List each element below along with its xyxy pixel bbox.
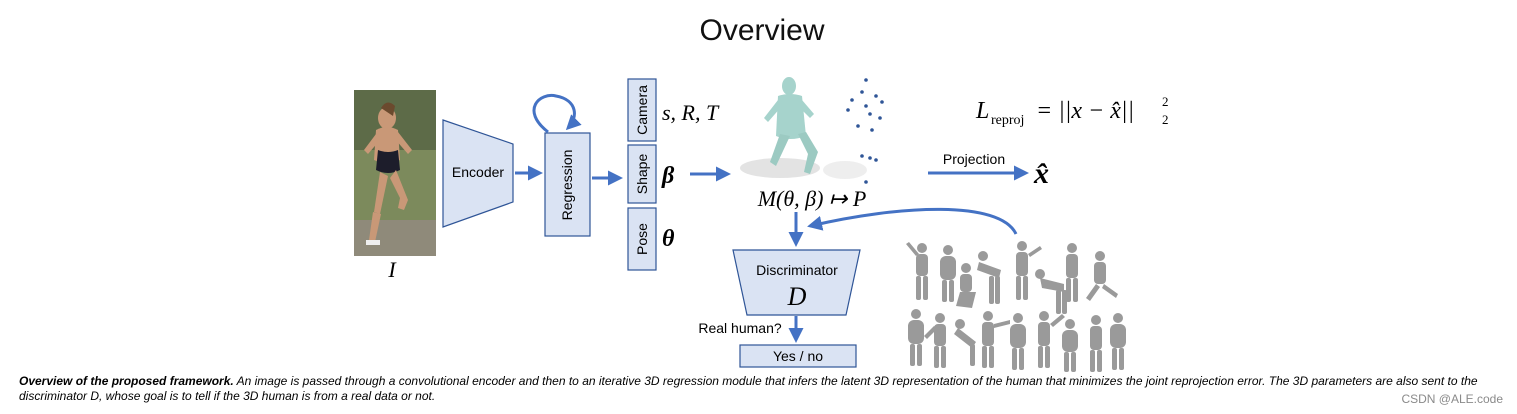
camera-param-box: Camera (627, 78, 657, 142)
model-formula: M(θ, β) ↦ P (757, 186, 867, 211)
camera-label: Camera (634, 85, 650, 135)
shape-param-box: Shape (627, 144, 657, 204)
pose-param-box: Pose (627, 207, 657, 271)
caption-bold: Overview of the proposed framework. (19, 374, 234, 388)
output-label: Yes / no (773, 348, 823, 364)
real-human-meshes (906, 241, 1126, 372)
regression-label: Regression (559, 150, 575, 221)
input-photo (354, 90, 436, 256)
loss-main: L (975, 98, 989, 124)
reprojection-loss: L reproj = ||x − x̂|| 2 2 (975, 94, 1169, 128)
shape-symbol: β (661, 163, 675, 189)
keypoints-figure (846, 78, 884, 184)
regression-loop-arrow (532, 93, 582, 134)
discriminator-symbol: D (787, 282, 807, 311)
figure-caption: Overview of the proposed framework. An i… (19, 374, 1509, 404)
camera-symbol: s, R, T (662, 100, 720, 125)
input-symbol: I (387, 257, 397, 282)
real-data-to-discriminator-arrow (807, 207, 1018, 235)
discriminator-block: Discriminator D (732, 249, 861, 316)
pose-label: Pose (634, 223, 650, 255)
page-title: Overview (699, 14, 825, 47)
real-human-question: Real human? (698, 320, 781, 336)
loss-superscript: 2 (1162, 94, 1169, 109)
regression-block: Regression (544, 132, 591, 237)
loss-rest: = ||x − x̂|| (1036, 98, 1134, 124)
projection-symbol: x̂ (1033, 157, 1049, 190)
mesh-figure (740, 77, 867, 179)
shape-label: Shape (634, 154, 650, 195)
discriminator-label: Discriminator (756, 262, 838, 278)
watermark: CSDN @ALE.code (1401, 392, 1503, 406)
pose-symbol: θ (662, 226, 675, 252)
loss-subscript: reproj (991, 113, 1024, 128)
caption-text: An image is passed through a convolution… (19, 374, 1478, 403)
output-box: Yes / no (739, 344, 857, 368)
encoder-label: Encoder (452, 164, 504, 180)
projection-label: Projection (943, 151, 1005, 167)
encoder-block: Encoder (442, 119, 514, 228)
loss-subscript-2: 2 (1162, 112, 1169, 127)
